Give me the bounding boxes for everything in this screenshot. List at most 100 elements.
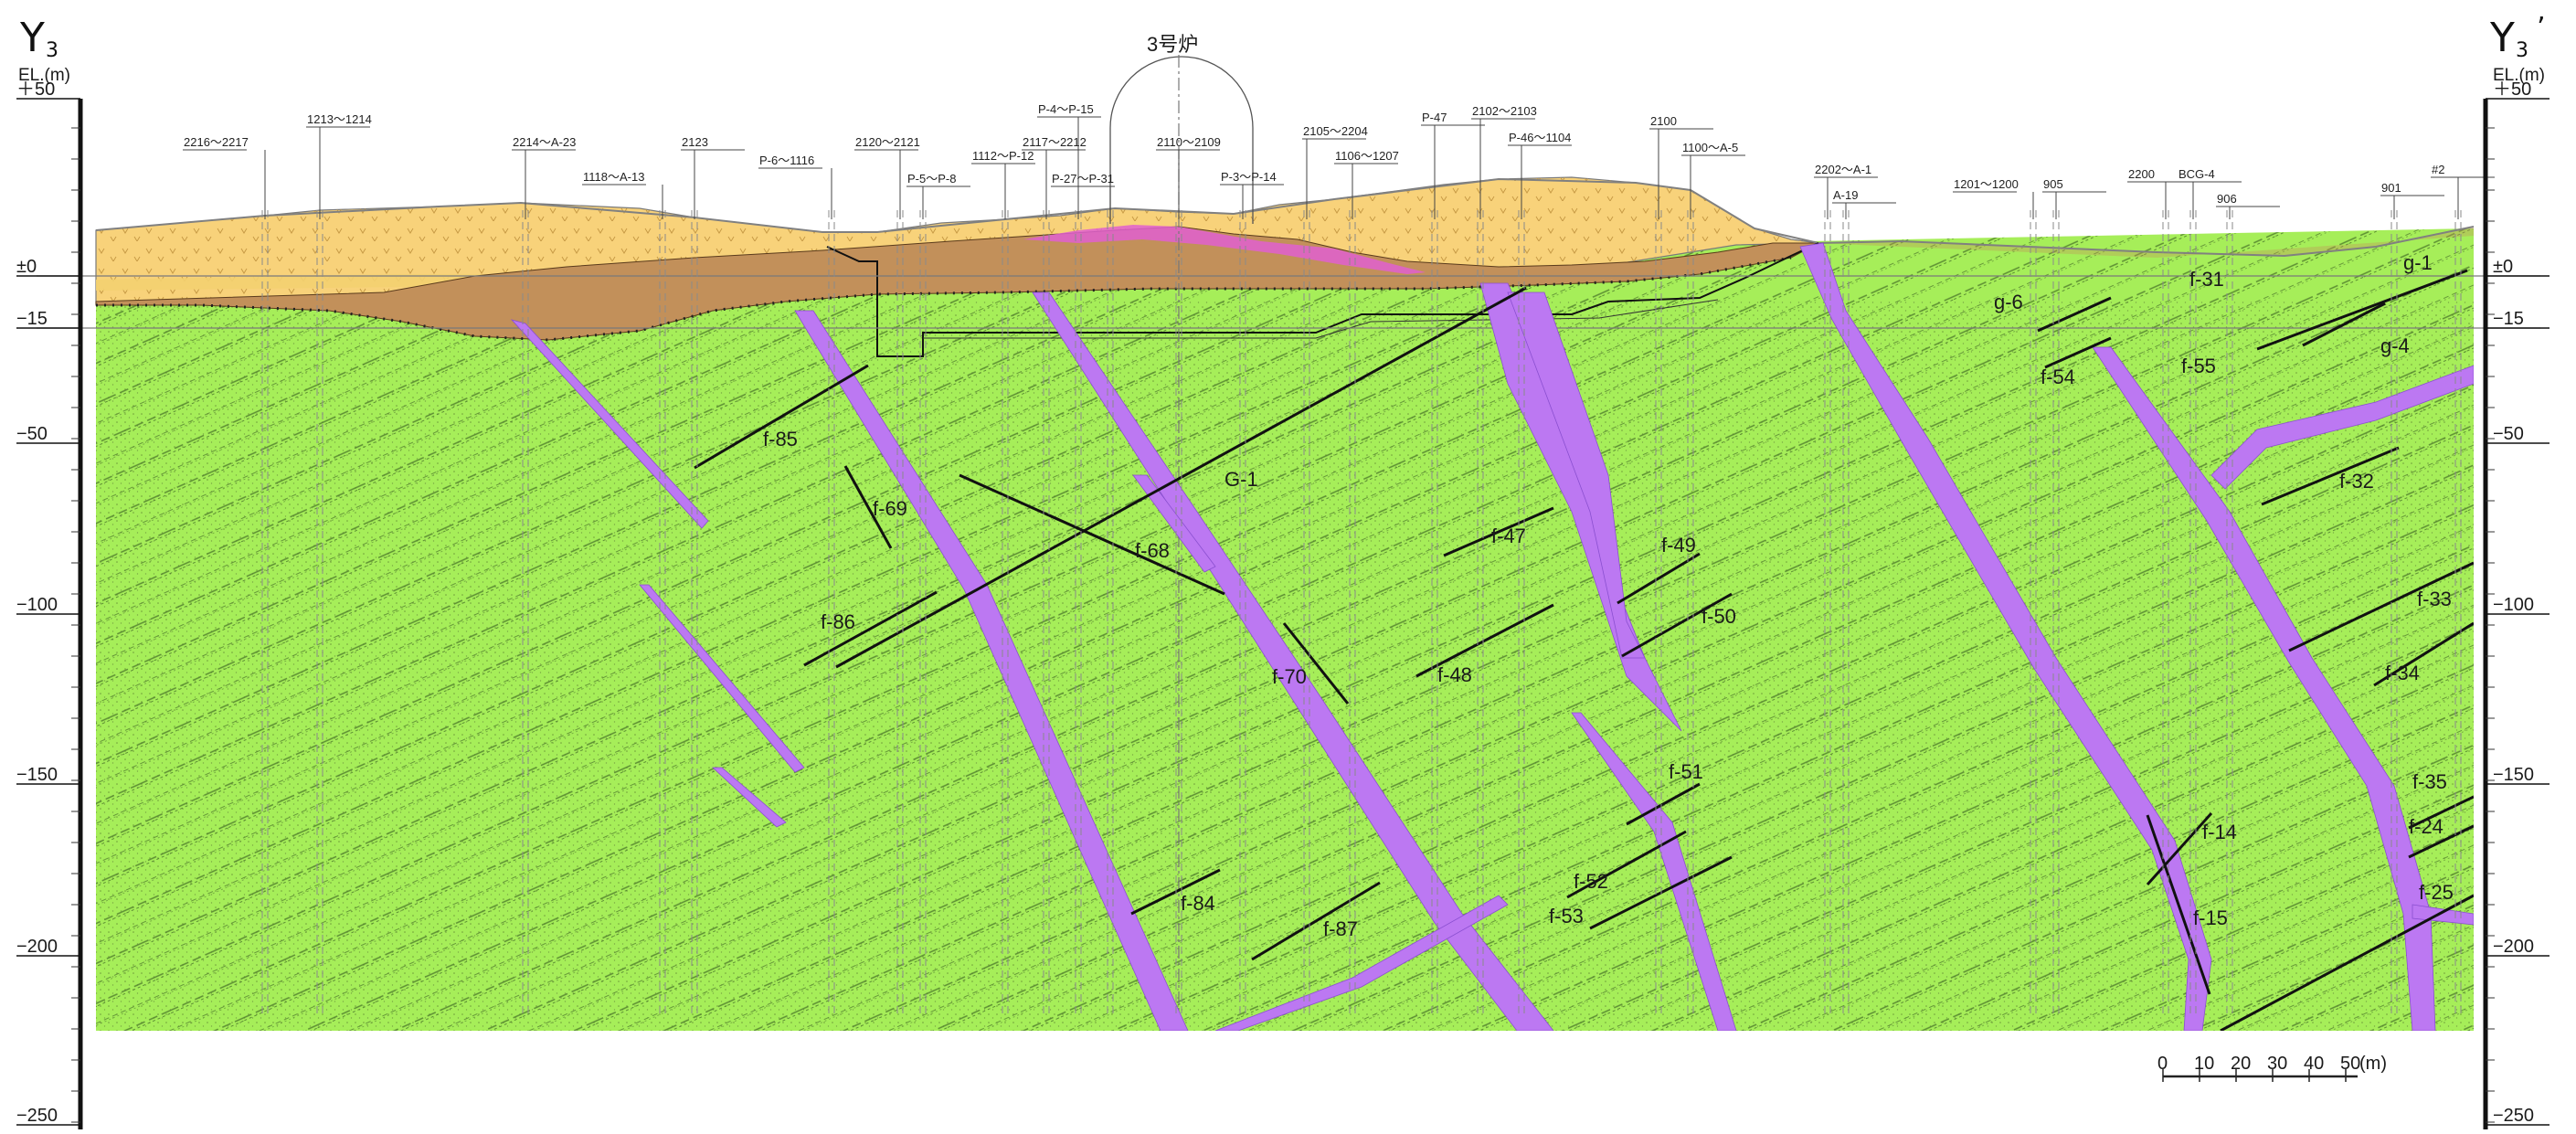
section-label-right: Y	[2489, 15, 2515, 61]
borehole-label: P-6～1116	[759, 154, 814, 167]
fault-line	[2044, 336, 2112, 369]
elevation-tick-label: −200	[16, 937, 58, 957]
scale-tick-label: 30	[2267, 1054, 2287, 1074]
elevation-tick-label: −250	[16, 1106, 58, 1126]
dike	[2092, 346, 2436, 1031]
elevation-tick-label: ±0	[16, 257, 37, 277]
borehole-label: 1100～A-5	[1682, 141, 1738, 154]
elevation-tick-label: −150	[16, 765, 58, 785]
fault-label: g-6	[1994, 291, 2023, 313]
fault-line	[2261, 446, 2400, 506]
borehole-label: 2216～2217	[184, 135, 249, 149]
borehole-label: P-47	[1422, 111, 1447, 124]
dike	[510, 319, 709, 529]
fault-line	[1251, 881, 1381, 961]
fault-line	[2373, 621, 2474, 687]
fault-label: f-47	[1491, 525, 1526, 547]
borehole-label: 1201～1200	[1954, 177, 2019, 191]
fault-line	[2220, 894, 2474, 1031]
dike	[1132, 474, 1216, 573]
borehole-label: 2117～2212	[1023, 135, 1087, 149]
borehole-label: 1106～1207	[1335, 149, 1399, 163]
elevation-tick-label: −15	[2493, 309, 2524, 329]
fault-label: f-52	[1574, 870, 1608, 893]
fault-label: f-85	[763, 428, 798, 450]
fault-labels: f-85 f-69 f-68 G-1 f-86 f-70 f-47 f-48 f-49 f-50 f…	[763, 251, 2454, 940]
fault-label: f-50	[1701, 605, 1736, 628]
fault-label: f-68	[1135, 539, 1170, 562]
fault-line	[1621, 592, 1733, 658]
fault-label: f-35	[2412, 770, 2447, 793]
scale-tick-label: 40	[2304, 1054, 2324, 1074]
borehole-label: 2214～A-23	[513, 135, 576, 149]
elevation-tick-label: −150	[2493, 765, 2534, 785]
elevation-tick-label: −100	[16, 595, 58, 615]
reactor-label: 3号炉	[1147, 33, 1198, 56]
fault-line	[2302, 302, 2386, 347]
borehole-label: P-5～P-8	[907, 172, 956, 185]
section-sub-left: 3	[46, 39, 58, 62]
fault-line	[2288, 561, 2474, 652]
dike	[2210, 365, 2474, 490]
scale-tick-label: 20	[2231, 1054, 2251, 1074]
fault-label: f-49	[1661, 534, 1696, 556]
borehole-label: P-4～P-15	[1038, 102, 1094, 116]
dike	[1799, 242, 2212, 1031]
fault-label: f-86	[821, 610, 855, 633]
scale-tick-label: 50	[2340, 1054, 2360, 1074]
fault-label: G-1	[1224, 468, 1258, 491]
section-prime-right: ’	[2537, 12, 2546, 44]
borehole-label: 2202～A-1	[1815, 163, 1871, 176]
scale-tick-label: 0	[2157, 1054, 2168, 1074]
el-unit-left: EL.(m)	[18, 66, 70, 85]
dike	[711, 767, 787, 828]
borehole-label: 906	[2217, 192, 2237, 206]
fault-line	[1282, 622, 1350, 705]
fault-label: f-48	[1437, 663, 1472, 686]
borehole-label: 2102～2103	[1472, 104, 1537, 118]
borehole-label: 2120～2121	[855, 135, 920, 149]
fault-label: f-70	[1272, 665, 1307, 688]
fault-label: f-14	[2202, 821, 2237, 843]
fault-line	[2408, 795, 2474, 830]
fault-label: f-33	[2417, 588, 2452, 610]
fault-label: f-69	[873, 497, 907, 520]
fault-line	[1415, 603, 1554, 678]
fault-line	[2408, 824, 2474, 859]
fault-line	[2146, 811, 2213, 886]
elevation-tick-label: ＋50	[16, 79, 55, 100]
section-label-left: Y	[19, 15, 45, 61]
elevation-tick-label: −250	[2493, 1106, 2534, 1126]
fault-label: f-25	[2419, 881, 2454, 904]
dike-layer	[510, 242, 2474, 1031]
fault-label: f-84	[1181, 892, 1215, 915]
borehole-label: P-3～P-14	[1221, 170, 1277, 184]
section-sub-right: 3	[2516, 39, 2528, 62]
borehole-label: P-27～P-31	[1052, 172, 1114, 185]
borehole-label: 1112～P-12	[972, 149, 1034, 163]
borehole-label: 2100	[1650, 114, 1677, 128]
fault-label: f-51	[1669, 760, 1703, 783]
fault-line	[1617, 552, 1701, 605]
elevation-tick-label: ±0	[2493, 257, 2513, 277]
fault-label: f-15	[2193, 906, 2228, 929]
reactor-excavation-outline	[826, 242, 1819, 357]
scale-unit: (m)	[2359, 1054, 2387, 1074]
fault-line	[803, 590, 938, 667]
elevation-tick-label: −50	[2493, 424, 2524, 444]
fault-label: g-1	[2403, 251, 2433, 274]
fault-label: f-24	[2409, 815, 2443, 838]
borehole-group: 2216～22171213～12142214～A-231118～A-132123…	[183, 102, 2495, 1014]
dike	[639, 584, 805, 773]
borehole-label: BCG-4	[2178, 167, 2215, 181]
fault-label: f-34	[2385, 662, 2420, 684]
borehole-label: 905	[2043, 177, 2063, 191]
fault-line	[2037, 296, 2112, 333]
borehole-label: 2200	[2128, 167, 2155, 181]
elevation-tick-label: −200	[2493, 937, 2534, 957]
elevation-tick-label: −100	[2493, 595, 2534, 615]
dike	[1032, 291, 1554, 1031]
dike	[1507, 291, 1646, 659]
el-unit-right: EL.(m)	[2493, 66, 2545, 85]
